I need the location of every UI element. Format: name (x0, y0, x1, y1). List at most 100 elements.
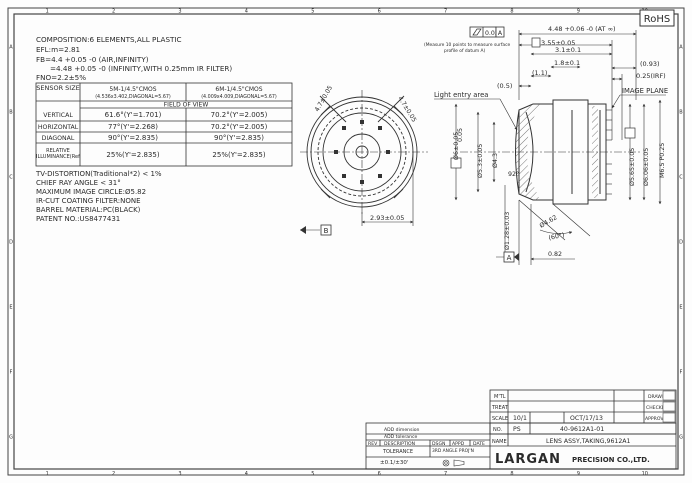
company-logo: LARGAN (495, 452, 561, 467)
tb-add-tolerance: ADD tolerance (384, 434, 418, 440)
datum-a-label: A (507, 254, 512, 262)
fov-row-v1: 25%(Y'=2.835) (106, 151, 159, 159)
front-dim-2-93: 2.93±0.05 (370, 214, 404, 222)
spec-barrel: BARREL MATERIAL:PC(BLACK) (36, 206, 141, 214)
zone-column-label: 2 (112, 9, 115, 15)
zone-row-label: A (9, 45, 13, 51)
tb-tolerance-label: TOLERANCE (382, 449, 413, 455)
front-dim-4-7-right: 4.7±0.05 (396, 95, 417, 123)
projection-symbol (442, 459, 465, 467)
spec-efl: EFL:m=2.81 (36, 45, 80, 54)
light-entry-label: Light entry area (434, 91, 488, 99)
zone-row-label: B (679, 110, 683, 116)
fov-row-v2: 25%(Y'=2.835) (212, 151, 265, 159)
spec-tv-distortion: TV-DISTORTION(Traditional*2) < 1% (35, 170, 162, 178)
fov-row-label: DIAGONAL (42, 135, 75, 142)
fov-row-label-cell: RELATIVE ILLUMINANCE(Ref.) (36, 148, 80, 160)
side-angle-92: 92° (508, 170, 519, 178)
side-dia-6-06: Ø6.06±0.05 (642, 148, 650, 186)
tb-no-label: NO. (493, 427, 502, 433)
front-view: 4.7±0.05 4.7±0.05 2.93±0.05 B (300, 85, 428, 236)
tb-projection-label: 3RD ANGLE PROJ'N (432, 448, 474, 454)
tb-name-value: LENS ASSY,TAKING,9612A1 (546, 438, 630, 445)
zone-column-label: 6 (378, 9, 381, 15)
zone-column-label: 1 (46, 471, 49, 477)
zone-row-label: E (679, 305, 682, 311)
flatness-value: 0.02 (485, 30, 499, 37)
side-gtol-0-05-left: 0.05 (457, 128, 464, 142)
fov-table: SENSOR SIZE 5M-1/4.5"CMOS (4.536x3.402,D… (35, 82, 293, 167)
zone-column-label: 6 (378, 471, 381, 477)
side-dim-0-25-irf: 0.25(IRF) (636, 72, 666, 80)
front-dim-4-7-left: 4.7±0.05 (314, 85, 334, 113)
zone-column-labels: 1122334455667788991010 (46, 9, 648, 478)
tb-approved-stamp (662, 412, 676, 423)
rohs-badge: RoHS (639, 9, 675, 27)
side-thread: M6.5 P0.25 (659, 143, 666, 178)
zone-column-label: 8 (510, 9, 513, 15)
zone-row-label: F (680, 370, 683, 376)
spec-notes: COMPOSITION:6 ELEMENTS,ALL PLASTIC EFL:m… (36, 35, 232, 82)
zone-column-label: 5 (311, 9, 314, 15)
rohs-label: RoHS (644, 14, 670, 25)
tb-drawn-stamp (662, 390, 676, 401)
zone-column-label: 7 (444, 471, 447, 477)
zone-row-label: F (10, 370, 13, 376)
side-dim-0-93: (0.93) (640, 60, 660, 68)
zone-column-label: 4 (245, 9, 248, 15)
zone-column-label: 3 (178, 471, 181, 477)
zone-column-label: 5 (311, 471, 314, 477)
zone-row-label: C (679, 175, 683, 181)
side-dia-5-3: Ø5.3±0.05 (476, 144, 484, 178)
side-dim-1-8: 1.8±0.1 (554, 59, 580, 67)
zone-column-label: 10 (642, 471, 648, 477)
fov-col2-sub: (4.009x4.009,DIAGONAL=5.67) (201, 94, 277, 100)
spec-image-circle: MAXIMUM IMAGE CIRCLE:Ø5.82 (36, 188, 146, 196)
spec-notes-lower: TV-DISTORTION(Traditional*2) < 1% CHIEF … (35, 170, 162, 223)
fov-sensor-header: SENSOR SIZE (36, 84, 80, 92)
zone-column-label: 1 (46, 9, 49, 15)
zone-column-label: 4 (245, 471, 248, 477)
image-plane-label: IMAGE PLANE (622, 87, 668, 95)
tb-add-dimension: ADD dimension (384, 427, 420, 433)
side-dim-4-62: Ø4.62 (538, 213, 558, 229)
zone-column-label: 9 (577, 471, 580, 477)
tb-checked-stamp (662, 401, 676, 412)
spec-fb-air: FB=4.4 +0.05 -0 (AIR,INFINITY) (36, 55, 149, 64)
zone-row-label: C (9, 175, 13, 181)
spec-fb-filter: =4.48 +0.05 -0 (INFINITY,WITH 0.25mm IR … (50, 64, 232, 73)
fov-row-v1: 90°(Y'=2.835) (108, 134, 158, 142)
fov-col1-title: 5M-1/4.5"CMOS (109, 86, 156, 93)
fov-col2-title: 6M-1/4.5"CMOS (215, 86, 262, 93)
title-block: M'TL TREAT SCALE 10/1 OCT/17/13 NO. PS 4… (365, 389, 677, 470)
fov-header: FIELD OF VIEW (164, 102, 209, 109)
side-dia-1-28: Ø1.28±0.03 (503, 212, 511, 250)
tb-appd-label: APPD (452, 441, 465, 447)
tb-scale-value: 10/1 (513, 415, 527, 422)
fov-row-v2: 90°(Y'=2.835) (214, 134, 264, 142)
spec-patent: PATENT NO.:US8477431 (36, 215, 120, 223)
zone-row-label: G (9, 435, 13, 441)
fov-row-v1: 77°(Y'=2.268) (108, 123, 158, 131)
side-dia-6: Ø6±0.05 (452, 132, 460, 160)
side-dia-4-3: Ø4.3 (491, 153, 499, 168)
tb-approved-label: APPROVED (645, 416, 670, 422)
side-angle-60: (60°) (548, 231, 565, 242)
tb-checked-label: CHECKED (646, 405, 669, 411)
tb-description-label: DESCRIPTION (384, 441, 415, 447)
fov-row-v2: 70.2°(Y'=2.005) (211, 111, 268, 119)
zone-column-label: 8 (510, 471, 513, 477)
tb-date-label: DATE (473, 441, 485, 447)
tb-name-label: NAME (492, 439, 507, 445)
side-dim-0-5: (0.5) (497, 82, 512, 90)
zone-row-label: G (679, 435, 683, 441)
flatness-callout: 0.02 A (Measure 10 points to measure sur… (424, 26, 511, 54)
zone-column-label: 2 (112, 471, 115, 477)
side-dim-0-82: 0.82 (548, 251, 562, 258)
flatness-note-1: (Measure 10 points to measure surface (424, 42, 511, 48)
side-dim-1-1: (1.1) (532, 69, 547, 77)
sheet-border (7, 7, 685, 476)
zone-column-label: 3 (178, 9, 181, 15)
